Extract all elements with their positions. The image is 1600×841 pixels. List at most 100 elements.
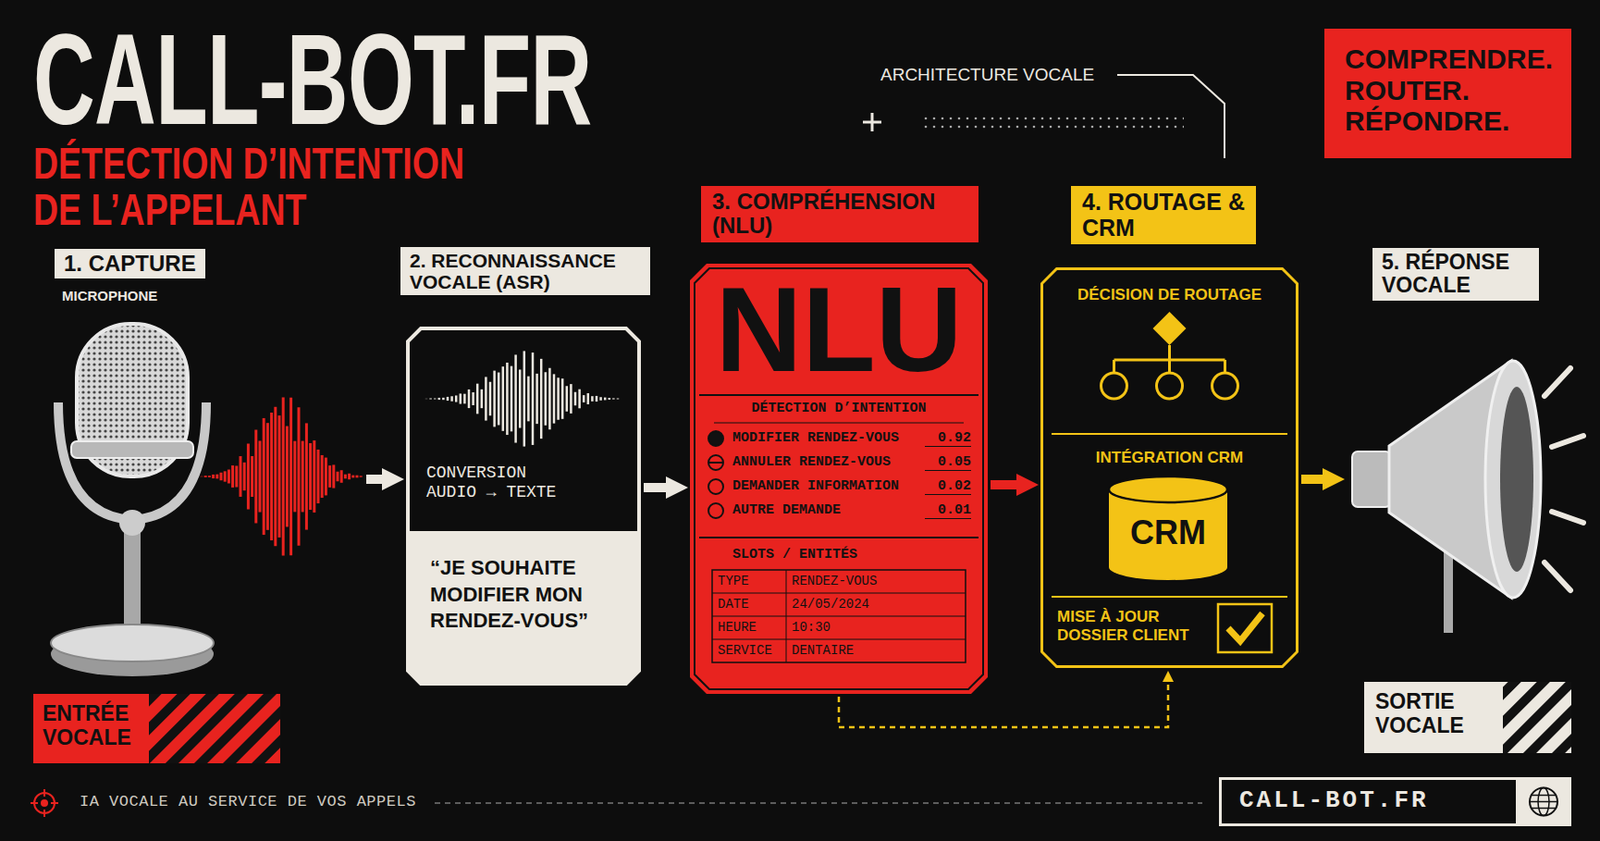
asr-waveform xyxy=(450,395,454,401)
asr-waveform xyxy=(459,393,463,404)
asr-waveform xyxy=(425,397,429,401)
footer-tagline: IA VOCALE AU SERVICE DE VOS APPELS xyxy=(79,792,417,812)
node-subtext: AUTRE DEMANDE xyxy=(732,502,918,518)
node-subtext: CONVERSION AUDIO → TEXTE xyxy=(426,463,579,502)
node-text: CRM xyxy=(1107,513,1230,552)
asr-waveform xyxy=(544,371,548,425)
asr-waveform xyxy=(582,394,586,403)
asr-waveform xyxy=(518,369,522,428)
asr-waveform xyxy=(476,383,480,415)
node-subtext: HEURE xyxy=(717,619,785,635)
node-text: SLOTS / ENTITÉS xyxy=(732,546,858,563)
node-text: SORTIE VOCALE xyxy=(1375,689,1487,739)
response-stage: 5. RÉPONSE VOCALE xyxy=(1346,247,1589,637)
sound-wave xyxy=(231,465,234,488)
sound-wave xyxy=(250,455,254,497)
node-text: ENTRÉE VOCALE xyxy=(42,701,154,751)
badge-fill xyxy=(33,693,281,764)
capture-stage-shape xyxy=(30,245,364,680)
intent-marker-bar xyxy=(708,461,724,464)
sound-wave xyxy=(200,474,204,479)
section-divider xyxy=(1051,595,1288,598)
footer-rule xyxy=(434,801,1203,804)
transcript-box-shape xyxy=(409,530,638,682)
table-col-line xyxy=(786,569,788,663)
node-text: 4. ROUTAGE & CRM xyxy=(1070,185,1256,245)
asr-waveform xyxy=(595,395,599,402)
table-row-line xyxy=(712,592,966,594)
node-subtext: MODIFIER RENDEZ-VOUS xyxy=(732,430,918,446)
target-dot xyxy=(40,799,49,807)
speaker-mouth xyxy=(1500,386,1534,572)
intent-panel: DÉTECTION D’INTENTIONMODIFIER RENDEZ-VOU… xyxy=(695,393,983,540)
sound-wave xyxy=(239,455,243,497)
asr-waveform xyxy=(442,397,445,400)
route-target xyxy=(1101,372,1128,399)
sound-wave xyxy=(234,465,238,487)
section-label: ARCHITECTURE VOCALE xyxy=(880,64,1095,86)
sound-wave xyxy=(289,397,293,556)
asr-waveform xyxy=(569,383,573,414)
node-subtext: TYPE xyxy=(717,573,785,589)
section-divider xyxy=(1051,432,1288,435)
asr-waveform xyxy=(587,393,591,405)
sound-wave xyxy=(347,473,351,480)
asr-waveform xyxy=(433,396,437,400)
node-subtext: SERVICE xyxy=(717,642,785,658)
node-text: 1. CAPTURE xyxy=(54,248,206,279)
asr-waveform xyxy=(616,396,620,400)
sound-wave xyxy=(278,415,282,538)
nlu-fill xyxy=(689,263,988,694)
panel-rule xyxy=(699,393,979,396)
subtitle-text: DÉTECTION D’INTENTION DE L’APPELANT xyxy=(33,140,495,234)
sound-wave xyxy=(270,412,273,541)
asr-waveform xyxy=(523,350,527,446)
transcript-box: “JE SOUHAITE MODIFIER MON RENDEZ-VOUS” xyxy=(409,530,638,682)
asr-waveform xyxy=(489,381,493,416)
globe-tile xyxy=(1515,776,1572,826)
node-text: 5. RÉPONSE VOCALE xyxy=(1372,247,1539,301)
asr-waveform xyxy=(492,370,496,428)
flow-arrow xyxy=(990,480,1017,490)
checkbox xyxy=(1218,603,1272,653)
plus-mark xyxy=(862,112,882,132)
mic-base xyxy=(50,624,214,662)
globe-parallels xyxy=(1529,795,1558,809)
asr-waveform xyxy=(535,373,539,424)
node-subtext: ANNULER RENDEZ-VOUS xyxy=(732,454,918,470)
sound-wave xyxy=(293,441,296,513)
asr-waveform xyxy=(527,376,530,422)
intent-marker xyxy=(708,430,724,446)
asr-outline xyxy=(407,328,640,684)
sound-wave xyxy=(332,464,335,488)
node-subtext: 0.01 xyxy=(924,502,972,519)
asr-waveform xyxy=(540,358,543,439)
sound-wave xyxy=(285,426,289,528)
sound-wave xyxy=(359,475,363,477)
asr-waveform xyxy=(438,397,442,400)
sound-wave xyxy=(227,469,231,484)
input-badge: ENTRÉE VOCALE xyxy=(33,693,281,764)
sound-wave xyxy=(344,474,347,480)
sound-wave xyxy=(324,457,328,496)
sound-wave xyxy=(351,475,355,479)
sound-wave xyxy=(308,443,312,510)
asr-waveform xyxy=(429,397,432,399)
asr-waveform xyxy=(480,389,484,408)
sound-wave xyxy=(208,475,211,478)
decision-branches xyxy=(1114,344,1226,373)
intent-marker xyxy=(708,479,724,494)
asr-waveform xyxy=(471,392,475,406)
checkmark xyxy=(1228,613,1263,641)
sound-wave xyxy=(211,474,215,479)
asr-waveform xyxy=(497,372,501,426)
asr-waveform xyxy=(510,366,514,432)
asr-waveform xyxy=(561,378,565,419)
routing-box: 4. ROUTAGE & CRMDÉCISION DE ROUTAGEINTÉG… xyxy=(1040,267,1299,668)
response-stage-shape xyxy=(1346,247,1589,637)
node-subtext: DEMANDER INFORMATION xyxy=(732,478,918,494)
asr-waveform xyxy=(612,397,616,399)
sound-ray xyxy=(1551,511,1584,523)
node-subtext: NLU xyxy=(689,269,988,390)
